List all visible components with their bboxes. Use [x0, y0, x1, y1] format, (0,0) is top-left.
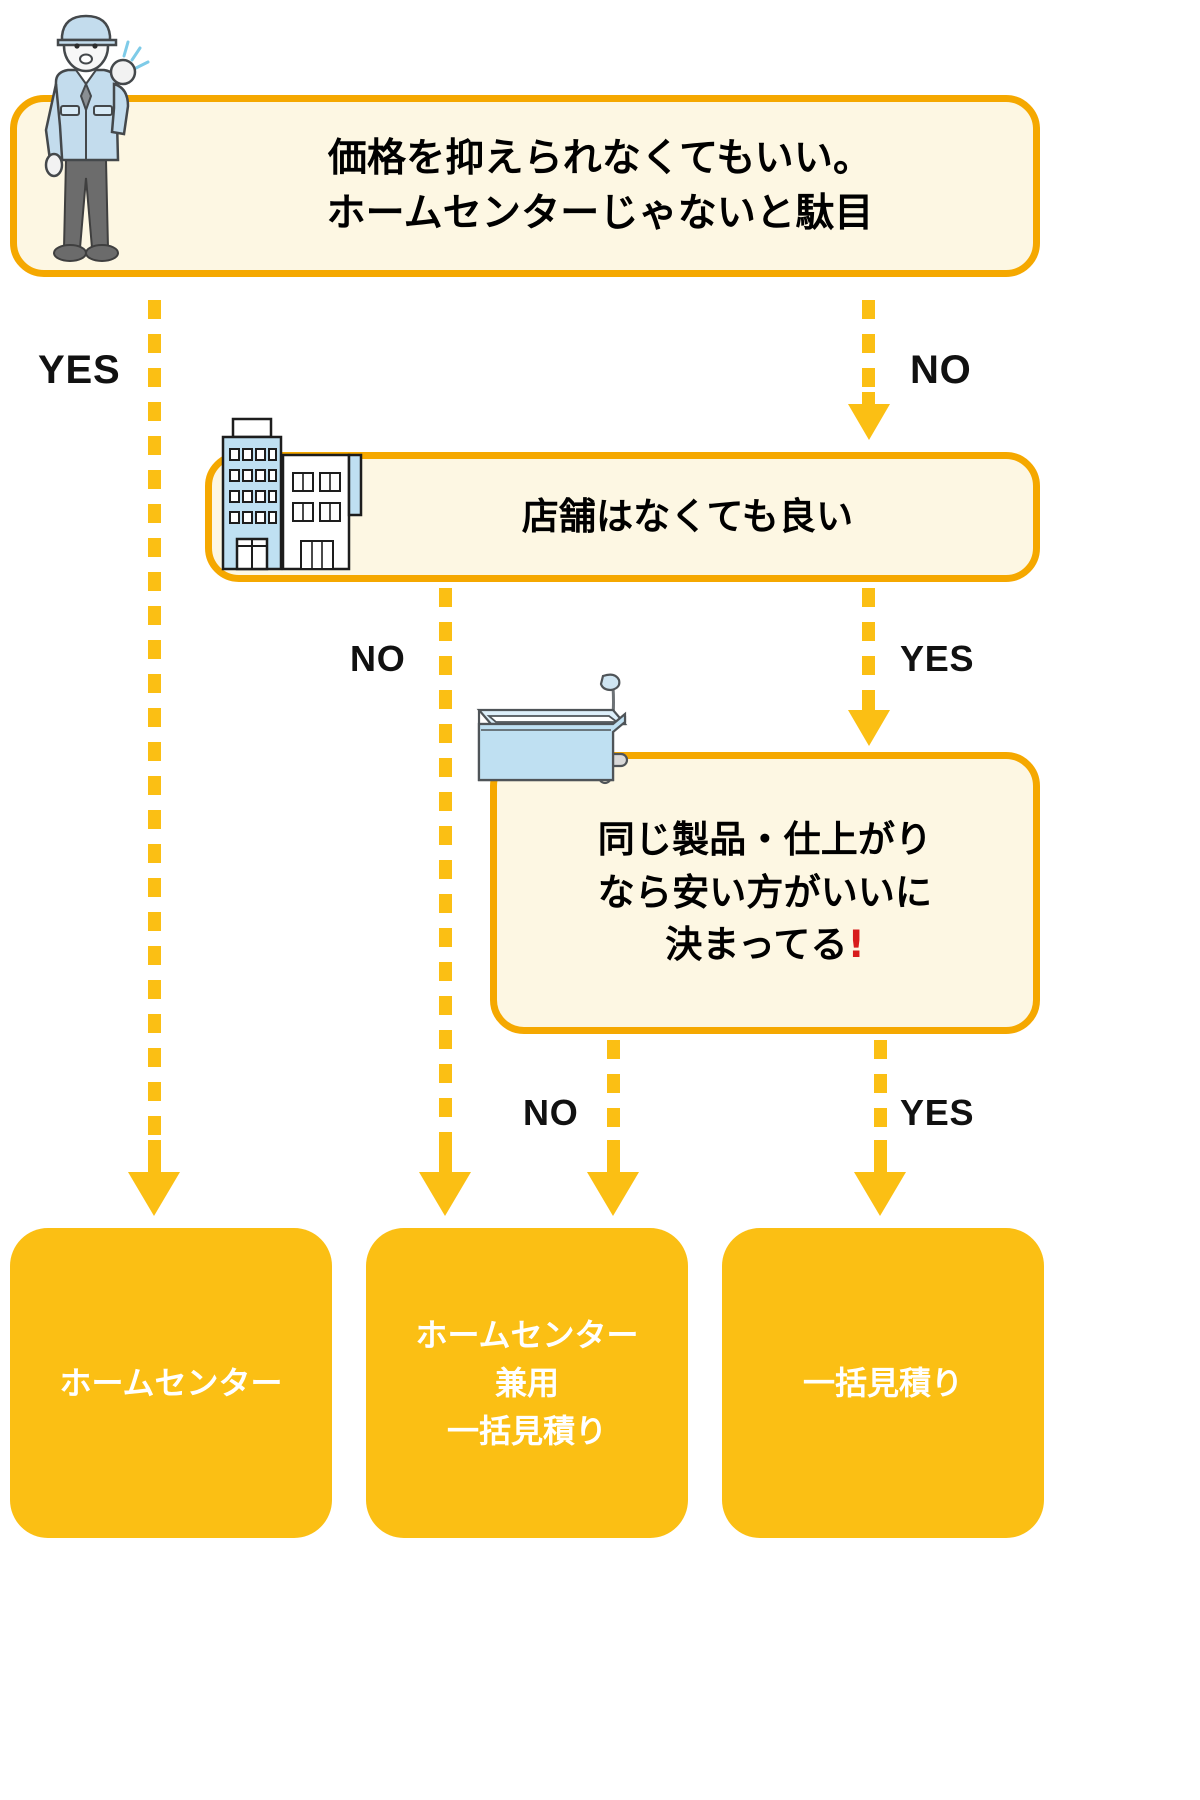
branch-label-q1-no: NO — [910, 348, 972, 392]
arrowhead-q1-no — [848, 404, 890, 440]
arrowhead-q1-yes — [128, 1172, 180, 1216]
connector-q2-no-stub — [439, 1140, 452, 1174]
worker-illustration — [28, 10, 158, 280]
result-box-home-center-text: ホームセンター — [59, 1364, 283, 1402]
branch-label-q2-yes: YES — [900, 638, 975, 679]
question-box-store-text: 店舗はなくても良い — [521, 494, 854, 538]
result-box-combined[interactable]: ホームセンター 兼用 一括見積り — [366, 1228, 688, 1538]
question-box-store[interactable]: 店舗はなくても良い — [205, 452, 1040, 582]
connector-q2-yes — [862, 588, 875, 706]
arrowhead-q2-no — [419, 1172, 471, 1216]
result-box-bulk-estimate-text: 一括見積り — [802, 1364, 963, 1402]
question-box-price[interactable]: 価格を抑えられなくてもいい。 ホームセンターじゃないと駄目 — [10, 95, 1040, 277]
connector-q3-no-stub — [607, 1140, 620, 1174]
question-box-price-compare[interactable]: 同じ製品・仕上がりなら安い方がいいに決まってる! — [490, 752, 1040, 1034]
q3-line-3: 決まってる — [665, 923, 848, 967]
connector-q1-yes — [148, 300, 161, 1178]
connector-q1-no-stub — [862, 392, 875, 406]
branch-label-q2-no: NO — [350, 638, 406, 679]
result-box-combined-text: ホームセンター 兼用 一括見積り — [415, 1316, 639, 1450]
connector-q2-yes-stub — [862, 698, 875, 712]
arrowhead-q2-yes — [848, 710, 890, 746]
connector-q1-yes-stub — [148, 1140, 161, 1174]
question-box-price-text: 価格を抑えられなくてもいい。 ホームセンターじゃないと駄目 — [326, 135, 874, 236]
connector-q2-no — [439, 588, 452, 1178]
result-box-home-center[interactable]: ホームセンター — [10, 1228, 332, 1538]
branch-label-q3-yes: YES — [900, 1092, 975, 1133]
q3-line-2: なら安い方がいいに — [597, 870, 933, 914]
arrowhead-q3-no — [587, 1172, 639, 1216]
arrowhead-q3-yes — [854, 1172, 906, 1216]
connector-q3-yes-stub — [874, 1140, 887, 1174]
buildings-illustration — [215, 415, 395, 575]
branch-label-q3-no: NO — [523, 1092, 579, 1133]
result-box-bulk-estimate[interactable]: 一括見積り — [722, 1228, 1044, 1538]
exclamation-mark: ! — [847, 923, 865, 967]
connector-q1-no — [862, 300, 875, 404]
bathtub-illustration — [465, 672, 645, 794]
branch-label-q1-yes: YES — [38, 348, 121, 392]
question-box-price-compare-text: 同じ製品・仕上がりなら安い方がいいに決まってる! — [598, 814, 932, 972]
q3-line-1: 同じ製品・仕上がり — [597, 818, 933, 862]
